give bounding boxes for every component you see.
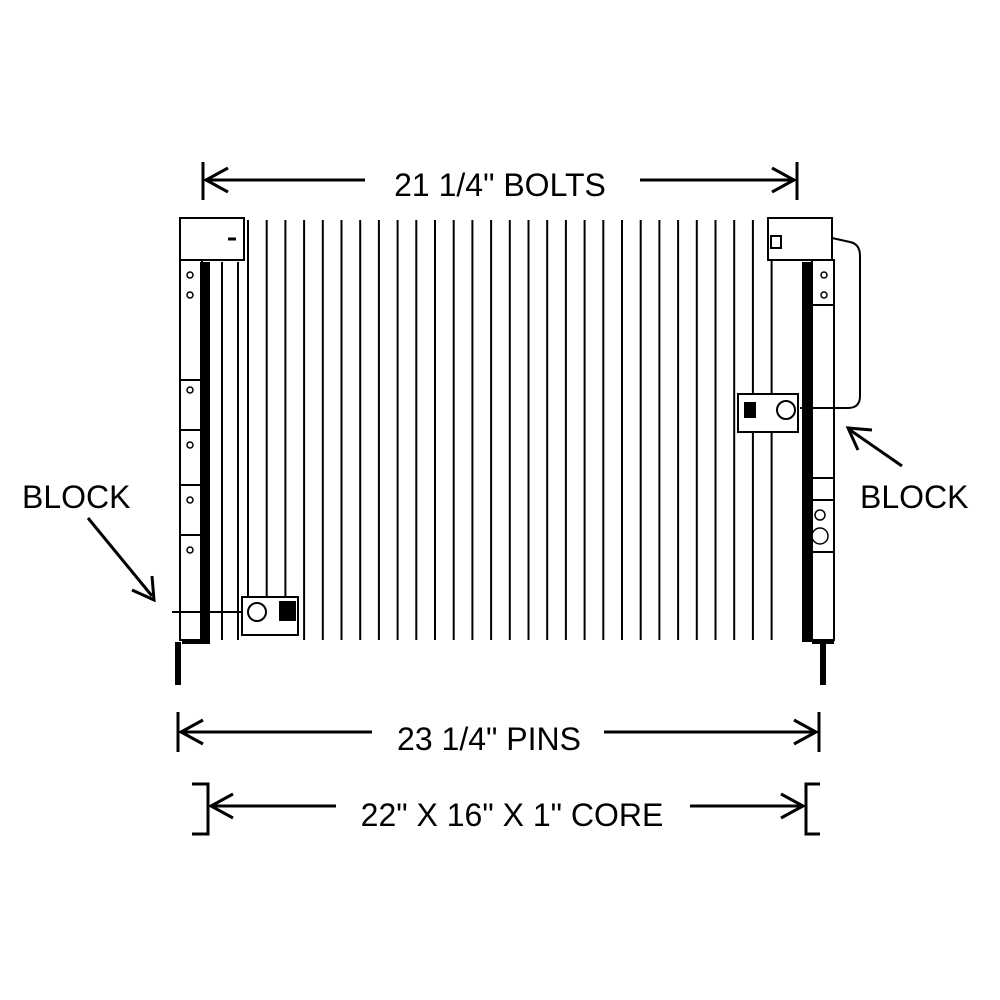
bolts-dimension <box>201 162 799 200</box>
block-right-label: BLOCK <box>860 479 968 515</box>
block-left-arrow <box>86 517 156 603</box>
block-right-arrow <box>845 426 903 468</box>
block-left-label: BLOCK <box>22 479 130 515</box>
pins-label: 23 1/4" PINS <box>397 721 581 757</box>
right-header-tank <box>767 217 861 644</box>
right-fitting-block <box>737 393 799 433</box>
bolts-label: 21 1/4" BOLTS <box>394 167 606 203</box>
core-dimension <box>192 782 820 836</box>
core-label: 22" X 16" X 1" CORE <box>361 797 664 833</box>
left-fitting-block <box>172 596 299 636</box>
core-tubes <box>247 220 773 640</box>
pins-dimension <box>176 712 821 752</box>
left-header-tank <box>179 217 245 644</box>
